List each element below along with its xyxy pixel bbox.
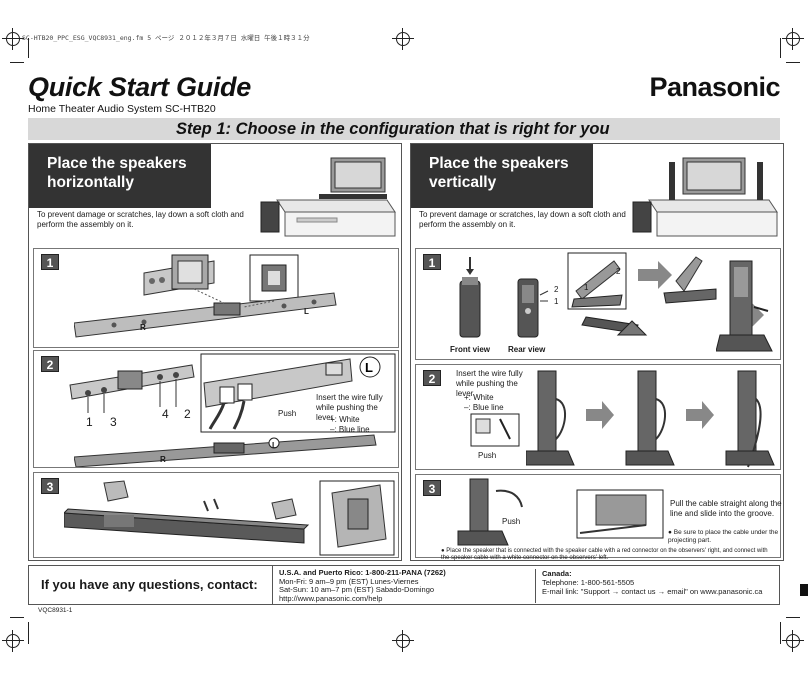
screw-order-3: 3 xyxy=(110,415,117,429)
wire-insert-instruction: Insert the wire fully while pushing the … xyxy=(316,393,383,422)
svg-text:L: L xyxy=(365,360,373,375)
wire-insert-instruction: Insert the wire fully while pushing the … xyxy=(456,369,523,398)
page-subtitle: Home Theater Audio System SC-HTB20 xyxy=(28,103,216,115)
step-number-badge: 2 xyxy=(423,370,441,386)
left-channel-mark: L xyxy=(272,441,277,450)
base-attach-illustration-icon xyxy=(567,252,764,336)
edge-index-tab xyxy=(800,584,808,596)
file-header: SC-HTB20_PPC_ESG_VQC8931_eng.fm 5 ページ ２０… xyxy=(22,34,310,42)
contact-heading-box: If you have any questions, contact: xyxy=(29,566,273,604)
brand-logo: Panasonic xyxy=(649,72,780,102)
arrow-step-2: 2 xyxy=(616,267,621,276)
step-number-badge: 2 xyxy=(41,356,59,372)
crop-mark-icon xyxy=(2,630,24,652)
horizontal-step-2: 2 1 3 4 2 L Push Insert the wire fully w… xyxy=(33,350,399,468)
step-heading: Step 1: Choose in the configuration that… xyxy=(176,120,610,138)
vertical-wiring-illustration-icon xyxy=(526,370,775,468)
horizontal-caution-text: To prevent damage or scratches, lay down… xyxy=(37,210,244,229)
crop-mark-icon xyxy=(782,630,804,652)
assembled-vertical-speaker-icon xyxy=(716,260,773,352)
contact-heading: If you have any questions, contact: xyxy=(41,577,258,592)
us-contact: U.S.A. and Puerto Rico: 1-800-211-PANA (… xyxy=(279,568,446,603)
vertical-panel-heading-box: Place the speakers vertically xyxy=(411,144,593,208)
placement-note-text: Place the speaker that is connected with… xyxy=(441,548,768,561)
us-contact-hours-weekday: Mon-Fri: 9 am–9 pm (EST) Lunes-Viernes xyxy=(279,576,419,586)
lever-detail-icon xyxy=(470,413,520,447)
right-channel-mark: R xyxy=(160,455,166,464)
step-heading-bar: Step 1: Choose in the configuration that… xyxy=(28,118,780,140)
crop-mark-icon xyxy=(392,28,414,50)
us-contact-link[interactable]: http://www.panasonic.com/help xyxy=(279,593,383,603)
canada-contact-title: Canada: xyxy=(542,569,572,578)
horizontal-panel: Place the speakers horizontally To preve… xyxy=(28,143,402,561)
vertical-panel: Place the speakers vertically To prevent… xyxy=(410,143,784,561)
page-title: Quick Start Guide xyxy=(28,72,251,102)
screw-order-1: 1 xyxy=(86,415,93,429)
contact-section: If you have any questions, contact: U.S.… xyxy=(28,565,780,605)
horizontal-panel-heading-box: Place the speakers horizontally xyxy=(29,144,211,208)
horizontal-panel-heading: Place the speakers horizontally xyxy=(47,155,187,191)
vertical-panel-heading: Place the speakers vertically xyxy=(429,155,569,191)
placement-note: ● Place the speaker that is connected wi… xyxy=(441,548,768,561)
cable-placement-note-text: Be sure to place the cable under the pro… xyxy=(668,529,779,544)
vertical-room-illustration-icon xyxy=(632,157,778,237)
crop-mark-icon xyxy=(2,28,24,50)
pull-cable-instruction: Pull the cable straight along the line a… xyxy=(670,499,782,518)
trim-line xyxy=(10,62,24,63)
vertical-step-2: 2 Insert the wire fully while pushing th… xyxy=(415,364,781,470)
trim-line xyxy=(780,38,781,58)
trim-line xyxy=(786,62,800,63)
bracket-assembly-illustration-icon xyxy=(74,254,337,338)
screw-order-illustration-icon xyxy=(69,364,195,413)
horizontal-step-1: 1 R L xyxy=(33,248,399,348)
screw-order-4: 4 xyxy=(162,407,169,421)
screw-order-2: 2 xyxy=(554,285,559,294)
canada-contact-phone: Telephone: 1-800-561-5505 xyxy=(542,578,635,587)
us-contact-title: U.S.A. and Puerto Rico: 1-800-211-PANA (… xyxy=(279,568,446,577)
speaker-views-illustration-icon xyxy=(459,257,549,338)
horizontal-room-illustration-icon xyxy=(260,157,396,237)
horizontal-step-3: 3 xyxy=(33,472,399,558)
screw-order-2: 2 xyxy=(184,407,191,421)
cable-push-illustration-icon xyxy=(457,478,523,546)
right-channel-mark: R xyxy=(140,323,146,332)
push-label: Push xyxy=(278,409,297,418)
vertical-step-1: 1 1 2 Front view Rear view 2 1 xyxy=(415,248,781,360)
stand-attach-illustration-icon xyxy=(64,480,395,556)
arrow-step-1: 1 xyxy=(584,283,589,292)
canada-contact-email[interactable]: E-mail link: "Support → contact us → ema… xyxy=(542,587,763,596)
us-contact-hours-weekend: Sat-Sun: 10 am–7 pm (EST) Sabado-Domingo xyxy=(279,585,435,594)
left-channel-mark: L xyxy=(304,307,309,316)
white-wire-label: +: White xyxy=(330,415,360,424)
document-code: VQC8931-1 xyxy=(38,607,73,614)
step-number-badge: 1 xyxy=(41,254,59,270)
trim-line xyxy=(780,622,781,644)
front-view-label: Front view xyxy=(450,345,491,354)
push-label: Push xyxy=(478,451,497,460)
vertical-step-3: 3 Push Pull the cable straight along the… xyxy=(415,474,782,558)
push-label: Push xyxy=(502,517,521,526)
trim-line xyxy=(28,622,29,644)
trim-line xyxy=(10,617,24,618)
groove-detail-icon xyxy=(576,489,664,539)
trim-line xyxy=(786,617,800,618)
cable-placement-note: ● Be sure to place the cable under the p… xyxy=(668,529,779,544)
wire-insert-illustration-icon: L xyxy=(200,353,396,433)
step-number-badge: 3 xyxy=(41,478,59,494)
screw-order-1: 1 xyxy=(554,297,559,306)
trim-line xyxy=(28,38,29,58)
step-number-badge: 1 xyxy=(423,254,441,270)
crop-mark-icon xyxy=(782,28,804,50)
step-number-badge: 3 xyxy=(423,480,441,496)
rear-view-label: Rear view xyxy=(508,345,546,354)
blue-wire-label: –: Blue line xyxy=(330,425,370,434)
white-wire-label: +: White xyxy=(464,393,494,402)
crop-mark-icon xyxy=(392,630,414,652)
vertical-caution-text: To prevent damage or scratches, lay down… xyxy=(419,210,626,229)
blue-wire-label: –: Blue line xyxy=(464,403,504,412)
canada-contact: Canada: Telephone: 1-800-561-5505 E-mail… xyxy=(535,569,762,603)
joined-speaker-bar-illustration-icon xyxy=(74,434,377,467)
